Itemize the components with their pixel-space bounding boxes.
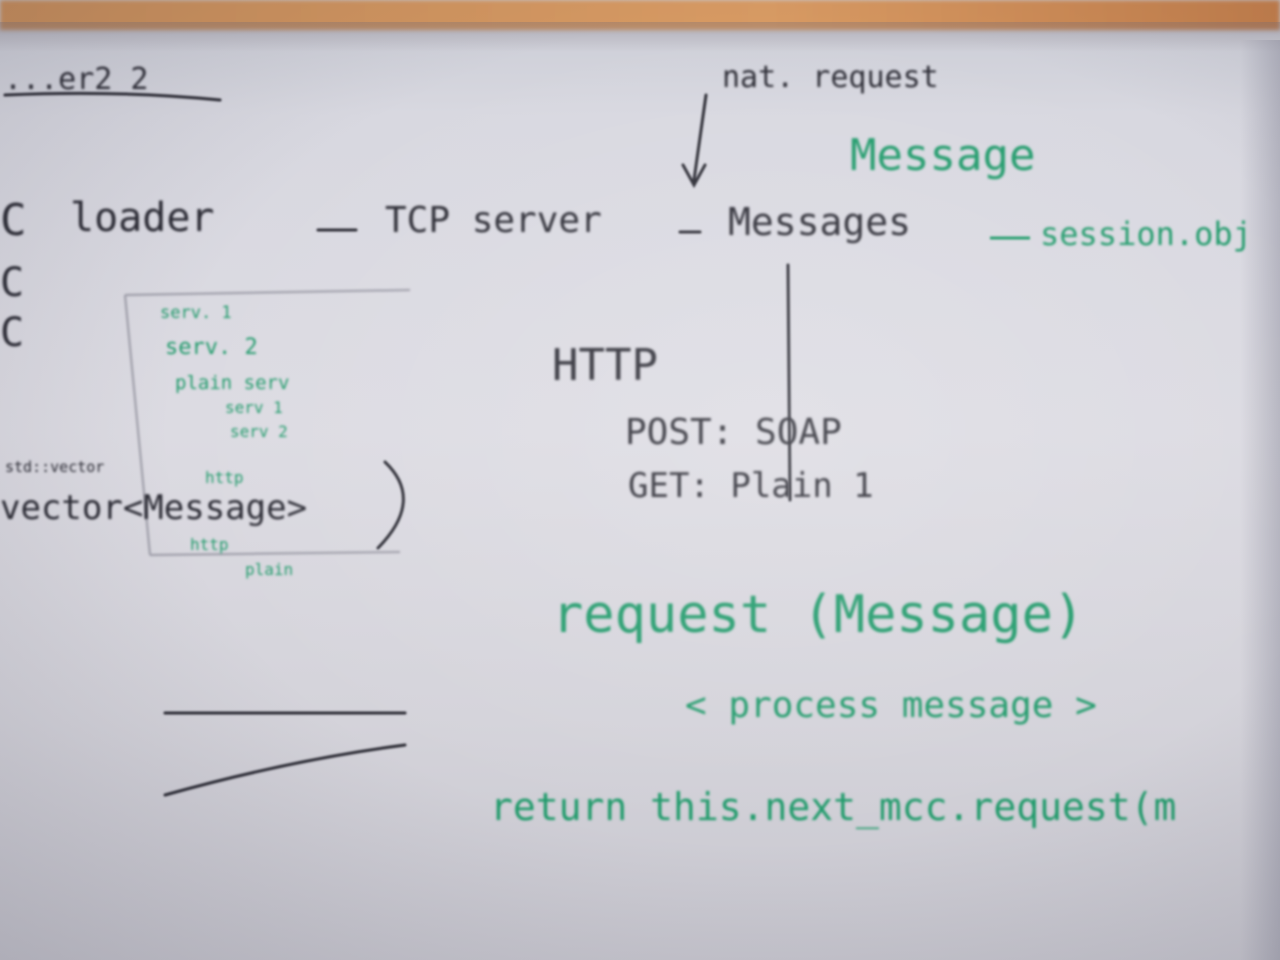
vertical-connector [786,263,792,502]
frame-shadow [0,22,1280,52]
vector-bracket [376,460,405,550]
box-item: plain serv [175,372,290,394]
vector-small-label: std::vector [5,458,105,476]
vector-label: vector<Message> [0,488,308,528]
http-post: POST: SOAP [625,412,842,453]
board-edge [1240,40,1280,960]
code-line-1: request (Message) [552,585,1085,645]
header-scrawl: ...er2 2 [4,62,149,97]
pipeline-session: session.obj [1040,215,1252,253]
box-item: serv 1 [225,398,283,417]
http-get: GET: Plain 1 [628,466,874,506]
box-item: serv 2 [230,422,288,441]
pipeline-loader: loader [70,195,215,241]
box-item: http [205,468,244,487]
box-item: serv. 1 [160,303,232,323]
pipeline-messages: Messages [728,200,912,244]
bracket-2: C [0,260,25,306]
header-underline [3,91,222,102]
message-label: Message [850,130,1036,181]
top-label: nat. request [722,60,939,95]
box-item: http [190,535,229,554]
pipeline-tcp: TCP server [385,200,602,241]
http-title: HTTP [552,340,658,391]
code-line-3: return this.next_mcc.request(m [490,785,1177,829]
box-item: plain [245,560,294,579]
whiteboard-frame [0,0,1280,30]
down-arrow-head [681,163,707,189]
code-line-2: < process message > [685,685,1097,726]
line-b [163,743,407,797]
bracket-1: C [0,195,27,246]
bracket-3: C [0,310,25,356]
box-item: serv. 2 [165,335,258,360]
down-arrow-shaft [692,93,708,182]
faded-box [124,289,411,556]
